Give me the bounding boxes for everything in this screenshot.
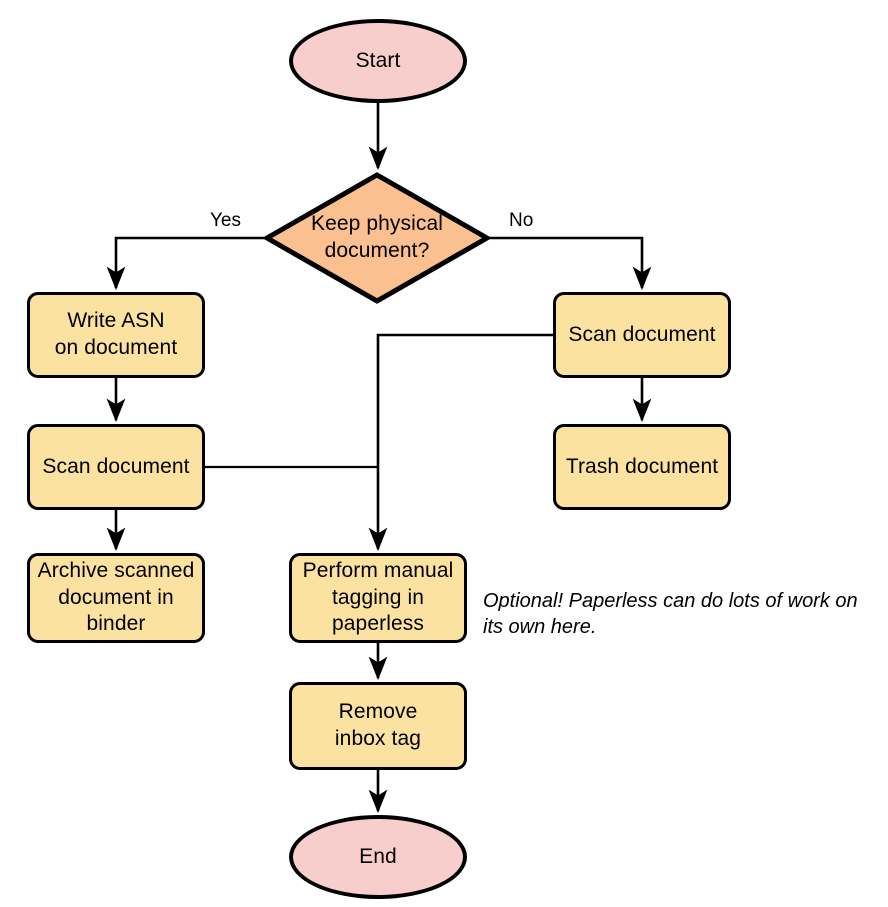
node-write-asn-on-document-line2: on document [54, 336, 178, 359]
node-tagging-line2: tagging in [331, 585, 425, 609]
node-tagging-line3: paperless [332, 612, 424, 636]
edge-decision-no [490, 236, 652, 291]
annotation-optional-note-line1: Optional! Paperless can do lots of work … [483, 590, 858, 612]
node-keep-physical-document[interactable]: Keep physical document? [264, 172, 490, 304]
node-archive-line2: document in [58, 585, 174, 609]
node-start-label: Start [355, 48, 401, 72]
node-archive-line3: binder [86, 612, 146, 636]
node-archive-scanned-document-in-binder-label: Archive scanned document in binder [38, 558, 195, 639]
node-perform-manual-tagging-in-paperless[interactable]: Perform manual tagging in paperless [289, 553, 467, 643]
node-scan-document-left-label: Scan document [42, 454, 190, 478]
node-scan-document-right-label: Scan document [568, 322, 716, 346]
node-keep-physical-document-line2: document? [324, 239, 430, 262]
node-archive-scanned-document-in-binder[interactable]: Archive scanned document in binder [27, 553, 205, 643]
node-write-asn-on-document[interactable]: Write ASN on document [27, 292, 205, 378]
edge-label-yes: Yes [210, 210, 241, 231]
node-end[interactable]: End [289, 815, 467, 899]
node-write-asn-on-document-line1: Write ASN [67, 309, 165, 333]
edge-scan-right-to-tagging [368, 333, 553, 552]
node-keep-physical-document-label: Keep physical document? [264, 211, 490, 265]
node-tagging-line1: Perform manual [302, 558, 454, 582]
node-end-label: End [359, 844, 397, 868]
node-archive-line1: Archive scanned [37, 558, 195, 582]
edge-label-no: No [509, 210, 534, 231]
node-remove-inbox-tag[interactable]: Remove inbox tag [289, 682, 467, 770]
node-perform-manual-tagging-label: Perform manual tagging in paperless [303, 558, 454, 639]
annotation-optional-note-line2: its own here. [483, 616, 597, 639]
node-trash-document-label: Trash document [565, 454, 719, 478]
node-remove-inbox-line1: Remove [338, 700, 418, 724]
node-trash-document[interactable]: Trash document [553, 424, 731, 510]
annotation-optional-note: Optional! Paperless can do lots of work … [483, 588, 883, 641]
node-keep-physical-document-line1: Keep physical [310, 212, 444, 236]
node-remove-inbox-line2: inbox tag [334, 727, 422, 750]
node-start[interactable]: Start [289, 19, 467, 103]
node-remove-inbox-tag-label: Remove inbox tag [335, 699, 421, 753]
edge-decision-yes [106, 236, 264, 291]
node-scan-document-left[interactable]: Scan document [27, 424, 205, 510]
node-scan-document-right[interactable]: Scan document [553, 292, 731, 378]
node-write-asn-on-document-label: Write ASN on document [55, 308, 178, 362]
decision-diamond-shape [264, 172, 490, 304]
